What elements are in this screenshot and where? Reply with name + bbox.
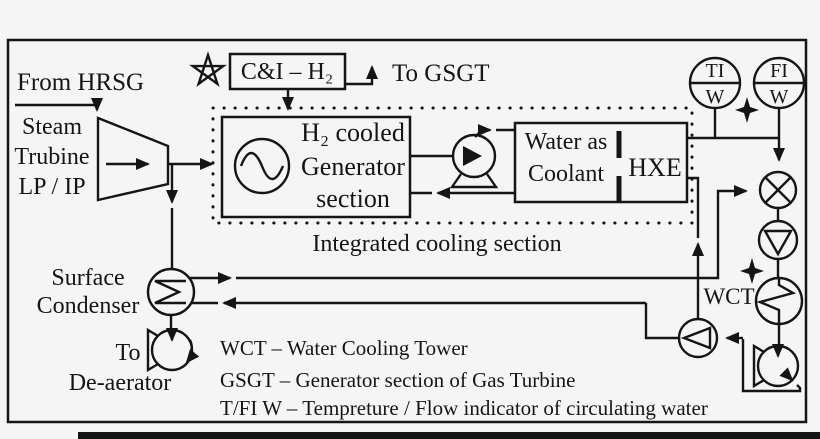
- condenser-label-1: Surface: [51, 265, 124, 291]
- diagram-border: [6, 38, 808, 424]
- reducer-triangle: [762, 229, 794, 257]
- turbine-label-3: LP / IP: [18, 174, 85, 200]
- pump-loop-line: [741, 339, 802, 393]
- to-gsgt-arrow: [345, 65, 378, 86]
- circulating-pump-outlet-arrow: [779, 367, 794, 382]
- sine-wave-icon: [239, 151, 285, 181]
- generator-label-3: section: [316, 184, 390, 213]
- sparkle-icon-2: [740, 258, 764, 284]
- deaerator-label-2: De-aerator: [69, 370, 172, 396]
- integrated-cooling-dotted-border: [211, 106, 694, 225]
- wct-label: WCT: [703, 284, 754, 309]
- integrated-cooling-caption: Integrated cooling section: [312, 231, 561, 257]
- pentagram-star-icon: [189, 51, 227, 88]
- generator-symbol-icon: [233, 137, 291, 195]
- generator-label-1: H₂ cooled: [301, 118, 405, 147]
- from-hrsg-label: From HRSG: [17, 69, 144, 96]
- coolant-pump-stand: [449, 173, 499, 189]
- ci-h2-label: C&I – H₂: [241, 59, 333, 85]
- hxe-label: HXE: [628, 153, 681, 182]
- valve-x-cross: [764, 176, 792, 204]
- ti-label: TI: [706, 60, 725, 82]
- turbine-label-2: Trubine: [14, 144, 89, 170]
- water-coolant-box: [513, 121, 689, 204]
- coolant-pump-icon: [451, 133, 497, 179]
- condenser-label-2: Condenser: [37, 293, 140, 319]
- fi-w-label: W: [770, 86, 789, 108]
- fi-label: FI: [770, 60, 788, 82]
- condenser-sigma-coil: [154, 279, 186, 305]
- hxe-riser-line: [687, 176, 700, 238]
- return-pump-outlet-line: [644, 303, 679, 340]
- bottom-black-bar: [78, 432, 820, 439]
- surface-condenser-icon: [146, 267, 196, 317]
- return-pump-triangle: [680, 326, 712, 350]
- deaerator-pump-bracket: [146, 327, 159, 373]
- deaerator-outlet-arrow: [185, 339, 200, 364]
- coolant-pump-rotor: [463, 146, 482, 166]
- ti-w-label: W: [706, 86, 725, 108]
- deaerator-label-1: To: [116, 340, 141, 366]
- condenser-supply-line: [236, 185, 748, 280]
- legend-line-1: WCT – Water Cooling Tower: [220, 336, 468, 360]
- to-gsgt-label: To GSGT: [392, 60, 490, 87]
- circulating-pump-bracket: [752, 343, 765, 389]
- pump-outlet-arrow: [474, 124, 492, 138]
- steam-turbine-symbol: [96, 116, 170, 202]
- wct-zigzag: [756, 279, 797, 323]
- generator-box: [220, 115, 412, 219]
- sparkle-icon: [735, 97, 759, 123]
- legend-line-3: T/FI W – Tempreture / Flow indicator of …: [220, 396, 708, 420]
- water-coolant-label-1: Water as: [525, 129, 608, 155]
- turbine-label-1: Steam: [22, 114, 82, 140]
- legend-line-2: GSGT – Generator section of Gas Turbine: [220, 368, 575, 392]
- generator-label-2: Generator: [301, 152, 405, 181]
- water-coolant-label-2: Coolant: [528, 161, 604, 187]
